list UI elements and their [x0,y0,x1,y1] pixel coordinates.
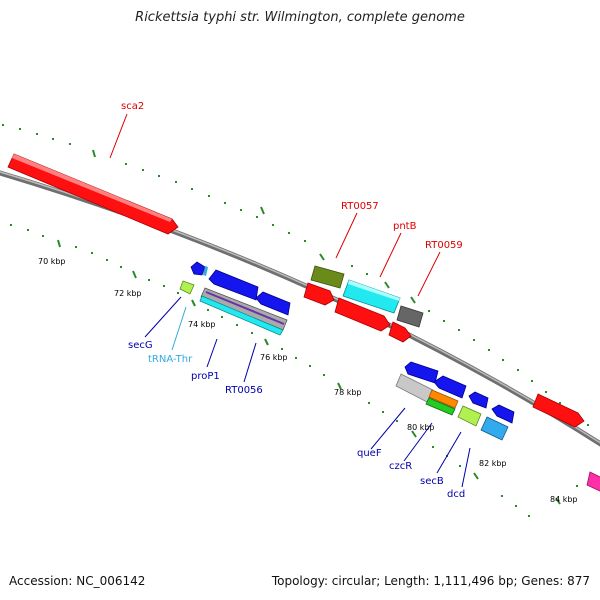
gene-label-RT0059: RT0059 [425,240,463,251]
gene-label-czcR: czcR [389,461,412,472]
kbp-label-72: 72 kbp [114,289,142,298]
kbp-label-80: 80 kbp [407,423,435,432]
gene-label-RT0056: RT0056 [225,385,263,396]
gene-label-tRNA-Thr: tRNA-Thr [148,354,193,365]
inner-ruler-ticks [57,239,561,505]
gene-label-secG: secG [128,340,153,351]
accession-text: Accession: NC_006142 [9,574,146,588]
gene-queF-arrow[interactable] [404,361,439,384]
kbp-label-76: 76 kbp [260,353,288,362]
kbp-label-70: 70 kbp [38,257,66,266]
gene-secG[interactable] [179,280,195,295]
gene-RT0059[interactable] [396,305,424,328]
genome-backbone [0,170,600,447]
gene-secG-arrow[interactable] [190,261,206,276]
gene-dcd-arrow[interactable] [491,404,515,424]
gene-secB[interactable] [457,405,482,427]
gene-sca2[interactable] [7,153,179,235]
outer-ruler-dots [2,124,589,426]
gene-secB-arrow[interactable] [468,391,489,409]
kbp-label-84: 84 kbp [550,495,578,504]
inner-ruler-dots [10,224,578,517]
kbp-label-78: 78 kbp [334,388,362,397]
gene-reverse-blue-1[interactable] [208,269,259,301]
gene-reverse-blue-3[interactable] [433,375,467,399]
label-leader-lines [109,113,471,488]
gene-forward-red-2[interactable] [303,282,335,306]
kbp-labels: 70 kbp 72 kbp 74 kbp 76 kbp 78 kbp 80 kb… [38,257,578,504]
kbp-label-74: 74 kbp [188,320,216,329]
gene-tRNA-Thr[interactable] [203,266,208,276]
gene-label-dcd: dcd [447,489,465,500]
genome-title: Rickettsia typhi str. Wilmington, comple… [135,10,465,25]
gene-reverse-blue-2[interactable] [255,291,291,316]
gene-forward-red-5[interactable] [532,393,585,428]
gene-label-RT0057: RT0057 [341,201,379,212]
outer-ruler-ticks [92,149,416,304]
gene-RT0057[interactable] [310,265,345,289]
gene-RT0056[interactable] [199,295,284,336]
gene-czcR[interactable] [425,389,459,416]
gene-forward-red-4[interactable] [388,321,412,343]
gene-forward-red-3[interactable] [334,297,391,332]
kbp-label-82: 82 kbp [479,459,507,468]
genome-summary-text: Topology: circular; Length: 1,111,496 bp… [271,574,590,588]
gene-label-sca2: sca2 [121,101,144,112]
gene-labels: sca2 RT0057 pntB RT0059 secG tRNA-Thr pr… [121,101,465,500]
gene-label-pntB: pntB [393,221,417,232]
gene-label-secB: secB [420,476,444,487]
gene-pntB[interactable] [342,279,401,314]
gene-magenta[interactable] [586,471,600,492]
gene-dcd[interactable] [480,416,509,441]
gene-label-queF: queF [357,448,382,459]
gene-label-proP1: proP1 [191,371,220,382]
